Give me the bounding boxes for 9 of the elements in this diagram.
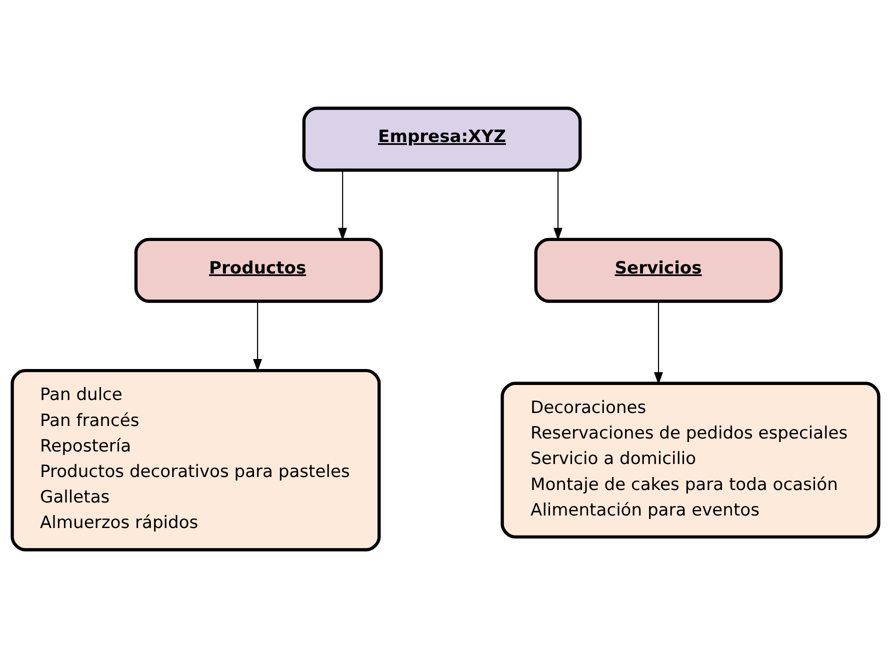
node-box: Productos bbox=[134, 238, 383, 303]
arrow bbox=[554, 170, 562, 241]
arrow bbox=[654, 302, 663, 385]
node-box: Decoraciones Reservaciones de pedidos especiales Servicio a domicilio Montaje de cakes para toda ocasión Alimentación para eventos bbox=[500, 382, 880, 539]
arrow bbox=[338, 170, 348, 241]
node-box: Servicios bbox=[534, 238, 783, 303]
arrow bbox=[253, 302, 262, 372]
node-box: Pan dulce Pan francés Repostería Productos decorativos para pasteles Galletas Almuerzos rápidos bbox=[10, 368, 381, 552]
node-box: Empresa:XYZ bbox=[302, 106, 582, 172]
